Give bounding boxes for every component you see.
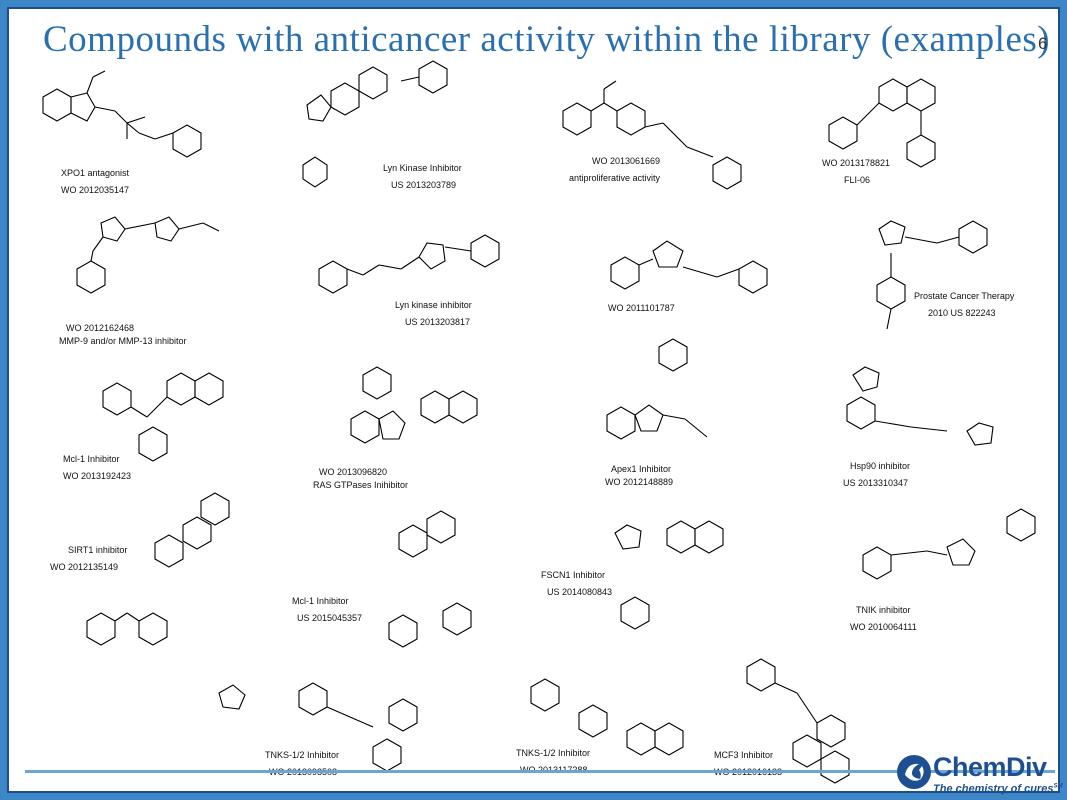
page-number: 6 <box>1038 34 1048 53</box>
molecule-mmp <box>76 216 220 294</box>
molecule-ras <box>350 366 478 444</box>
logo-tagline: The chemistry of curesSM <box>933 783 1063 795</box>
chemdiv-swirl-icon <box>897 755 931 789</box>
slide-title: Compounds with anticancer activity withi… <box>43 19 1051 60</box>
molecule-lyn-2 <box>318 234 500 294</box>
molecule-fli06 <box>828 78 936 168</box>
chemdiv-logo: ChemDiv The chemistry of curesSM <box>895 752 1062 797</box>
molecule-structures <box>42 60 1036 784</box>
molecule-hsp90 <box>846 366 994 446</box>
molecule-tnik <box>862 508 1036 580</box>
compound-label-7: WO 2011101787 <box>608 303 675 313</box>
molecule-apex1 <box>606 338 708 440</box>
molecule-mcl1-quinoline <box>102 372 224 462</box>
logo-name: ChemDiv <box>933 752 1047 782</box>
molecule-mcl1-naphthofuran <box>388 510 472 648</box>
molecule-fscn1 <box>614 520 724 630</box>
molecule-mcf3 <box>746 658 850 784</box>
molecule-tnks-2 <box>530 678 684 756</box>
molecule-prostate <box>876 220 988 330</box>
molecule-sirt1 <box>86 492 230 646</box>
molecule-pyrazolone <box>610 240 768 294</box>
molecule-tnks-1 <box>218 682 418 772</box>
molecule-carbazole <box>562 80 742 190</box>
footer-rule <box>25 770 1055 773</box>
molecule-lyn-1 <box>302 60 448 188</box>
molecule-xpo1 <box>42 70 202 158</box>
